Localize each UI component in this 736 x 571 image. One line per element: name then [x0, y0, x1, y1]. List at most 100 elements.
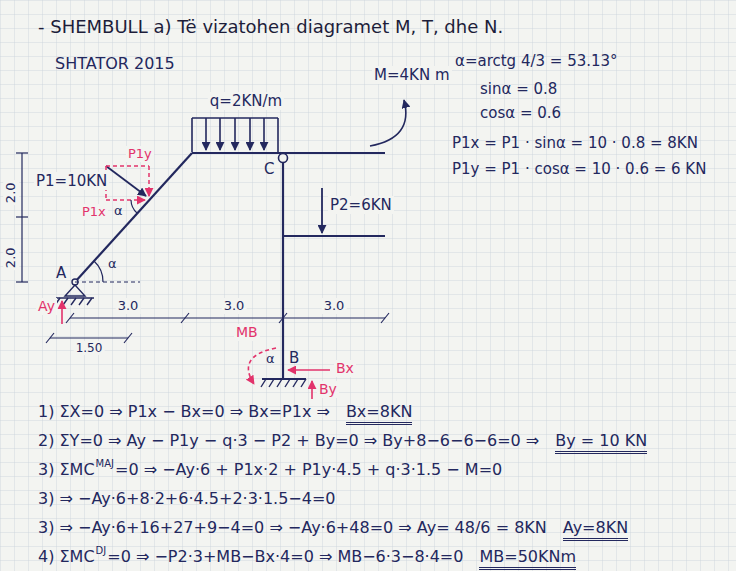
dimension-lines-part [66, 313, 74, 323]
angle-label: α [266, 351, 275, 367]
reaction-arrows-part [248, 348, 276, 384]
reaction-label: By [317, 381, 339, 398]
equation-text: 4) ΣMC [38, 547, 95, 567]
equation-line: 2) ΣY=0 ⇒ Ay − P1y − q·3 − P2 + By=0 ⇒ B… [38, 431, 647, 454]
dimension-lines-part [70, 317, 385, 318]
dimension-lines-part [279, 313, 287, 323]
dimension-label: 1.50 [74, 341, 105, 355]
distributed-load-part [234, 118, 236, 150]
trig-note: sinα = 0.8 [480, 80, 557, 98]
dimension-label: 3.0 [222, 298, 247, 314]
fixed-support-part [301, 379, 306, 387]
fixed-support-part [293, 379, 298, 387]
force-label: P1=10KN [34, 172, 109, 190]
moment-arrow [370, 100, 406, 146]
equation-text: 2) ΣY=0 ⇒ Ay − P1y − q·3 − P2 + By=0 ⇒ B… [38, 431, 539, 451]
hinge [279, 154, 288, 163]
dimension-lines-part [16, 152, 28, 153]
reaction-arrows-part [61, 301, 63, 324]
moment-side-index: DJ [96, 541, 107, 561]
node-label: B [289, 349, 299, 367]
force-components [106, 166, 149, 200]
equation-line: 3) ⇒ −Ay·6+16+27+9−4=0 ⇒ −Ay·6+48=0 ⇒ Ay… [38, 518, 628, 541]
pin-support-part [87, 298, 92, 305]
equation-line: 3) ⇒ −Ay·6+8·2+6·4.5+2·3·1.5−4=0 [38, 489, 336, 509]
dimension-lines-part [381, 313, 389, 323]
node-label: A [56, 264, 66, 282]
dimension-label: 2.0 [3, 245, 19, 270]
moment-label: MB [234, 324, 260, 341]
reaction-arrows-part [288, 369, 330, 371]
result-value: By = 10 KN [555, 431, 647, 454]
dimension-lines-part [124, 333, 132, 343]
angle-note: α=arctg 4/3 = 53.13° [455, 52, 618, 70]
force-components-part [106, 165, 149, 167]
equation-text: =0 ⇒ −P2·3+MB−Bx·4=0 ⇒ MB−6·3−8·4=0 [107, 547, 463, 567]
distributed-load-part [263, 118, 265, 150]
node-label: C [264, 160, 274, 178]
pin-support-part [65, 285, 85, 296]
angle-label: α [108, 256, 117, 272]
equation-line: 3) ΣMCMAJ=0 ⇒ −Ay·6 + P1x·2 + P1y·4.5 + … [38, 460, 502, 482]
load-label: q=2KN/m [208, 92, 284, 110]
reaction-label: Bx [334, 360, 356, 377]
distributed-load-part [191, 118, 193, 152]
force-components-part [148, 166, 150, 196]
equation-text: 1) ΣX=0 ⇒ P1x − Bx=0 ⇒ Bx=P1x ⇒ [38, 402, 330, 422]
angle-arc [94, 261, 103, 282]
frame-members-part [192, 152, 385, 154]
reaction-arrows [62, 301, 330, 399]
dimension-lines-part [181, 313, 189, 323]
force-arrow [321, 188, 323, 233]
fixed-support-part [261, 379, 266, 387]
dimension-lines-part [46, 333, 54, 343]
dimension-label: 3.0 [322, 298, 347, 314]
dimension-label: 2.0 [3, 180, 19, 205]
fixed-support-part [269, 379, 274, 387]
pin-support-part [63, 298, 68, 305]
result-value: Ay=8KN [563, 518, 628, 541]
dimension-lines-part [50, 337, 128, 338]
distributed-load [192, 118, 278, 152]
component-equation: P1y = P1 · cosα = 10 · 0.6 = 6 KN [452, 160, 706, 178]
pin-support [55, 279, 94, 305]
pin-support-part [79, 298, 84, 305]
distributed-load-part [277, 118, 279, 152]
date-note: SHTATOR 2015 [55, 54, 175, 73]
equation-text: 3) ΣMC [38, 460, 95, 480]
fixed-support-part [285, 379, 290, 387]
dimension-label: 3.0 [116, 298, 141, 314]
frame-members-part [283, 235, 385, 237]
dimension-lines-part [16, 281, 28, 282]
distributed-load-part [249, 118, 251, 150]
equation-text: 3) ⇒ −Ay·6+16+27+9−4=0 ⇒ −Ay·6+48=0 ⇒ Ay… [38, 518, 547, 538]
moment-label: M=4KN m [372, 66, 452, 84]
component-label: P1y [126, 146, 154, 162]
equation-line: 1) ΣX=0 ⇒ P1x − Bx=0 ⇒ Bx=P1x ⇒ Bx=8KN [38, 402, 412, 425]
result-value: MB=50KNm [479, 547, 576, 570]
component-label: P1x [80, 204, 108, 220]
dimension-lines-part [16, 216, 28, 217]
equation-text: =0 ⇒ −Ay·6 + P1x·2 + P1y·4.5 + q·3·1.5 −… [115, 460, 502, 480]
fixed-support-part [277, 379, 282, 387]
frame-members-part [282, 163, 284, 378]
dimension-lines [16, 153, 389, 343]
distributed-load-part [219, 118, 221, 150]
result-value: Bx=8KN [346, 402, 413, 425]
moment-side-index: MAJ [96, 454, 114, 474]
reference-line [75, 282, 140, 283]
force-components-part [106, 199, 145, 201]
equation-line: 4) ΣMCDJ=0 ⇒ −P2·3+MB−Bx·4=0 ⇒ MB−6·3−8·… [38, 547, 576, 570]
pin-support-part [71, 298, 76, 305]
equation-text: 3) ⇒ −Ay·6+8·2+6·4.5+2·3·1.5−4=0 [38, 489, 336, 509]
force-arrow [106, 166, 146, 196]
angle-label: α [114, 203, 123, 219]
distributed-load-part [205, 118, 207, 150]
trig-note: cosα = 0.6 [480, 104, 561, 122]
frame-members [75, 153, 385, 378]
fixed-support [261, 379, 306, 387]
fixed-support-part [262, 378, 306, 380]
